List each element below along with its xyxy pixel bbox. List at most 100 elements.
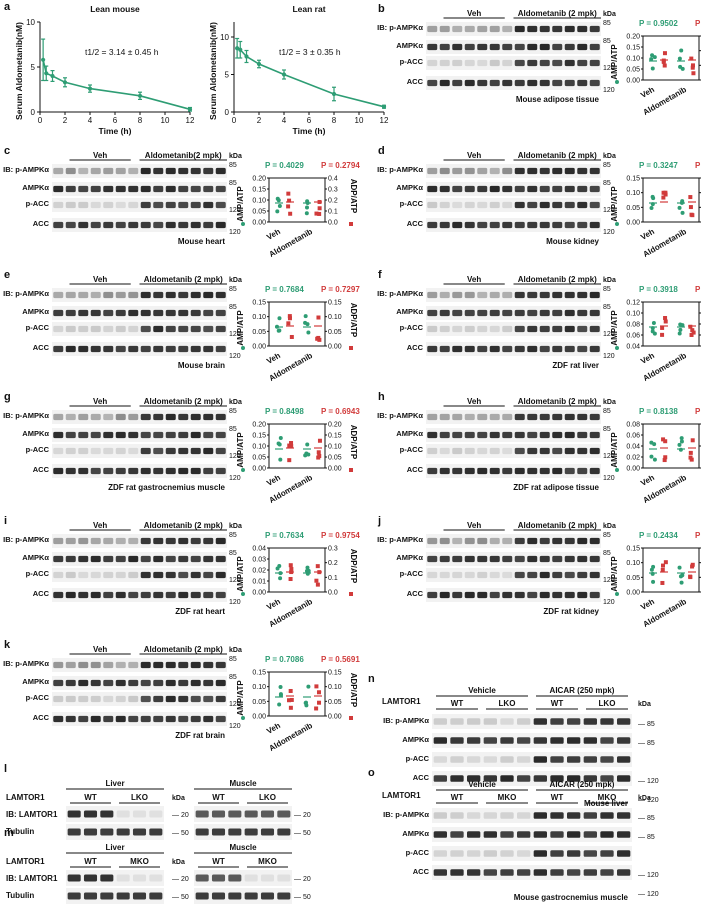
blot-row-2-band xyxy=(128,201,139,209)
y-tick-label-left: 0.15 xyxy=(252,670,266,677)
blot-row-label: p-ACC xyxy=(400,445,424,454)
blot-row-label: p-ACC xyxy=(400,569,424,578)
blot-row-2-band xyxy=(552,201,563,209)
p-value-amp: P = 0.8138 xyxy=(639,407,678,416)
blot-row-1-band xyxy=(439,309,450,317)
blot-row-1-band xyxy=(452,555,463,563)
blot-row-0-band xyxy=(517,812,531,819)
wt-label: WT xyxy=(551,793,564,802)
data-point-adp xyxy=(314,706,319,711)
kda-label: kDa xyxy=(229,277,242,284)
blot-row-0-band xyxy=(477,291,488,299)
blot-row-2-band xyxy=(564,59,575,67)
blot-row-2-band xyxy=(583,850,597,857)
blot-row-1-strip xyxy=(432,827,632,842)
data-point xyxy=(235,46,240,51)
blot-row-1-band xyxy=(178,679,189,687)
y-tick-label-left: 0.15 xyxy=(252,300,266,307)
blot-row-3-band xyxy=(90,345,101,353)
blot-row-3-band xyxy=(502,467,513,475)
data-point-adp xyxy=(317,211,322,216)
blot-row-3-band xyxy=(483,775,497,782)
blot-row-0-band xyxy=(103,537,114,545)
data-point xyxy=(87,86,93,91)
blot-row-3-strip xyxy=(52,464,227,478)
data-point-amp xyxy=(277,316,282,321)
blot-row-3-band xyxy=(467,869,481,876)
blot-row-0-band xyxy=(583,812,597,819)
data-point-adp xyxy=(663,190,668,195)
blot-row-3-band xyxy=(427,345,438,353)
blot-row-0-strip xyxy=(426,288,601,302)
blot-row-3-band xyxy=(577,591,588,599)
blot-row-2-band xyxy=(539,325,550,333)
blot-row-3-strip xyxy=(426,218,601,232)
blot-row-3-band xyxy=(140,345,151,353)
blot-row-1-band xyxy=(477,309,488,317)
blot-row-1-band xyxy=(53,679,64,687)
blot-row-3-band xyxy=(140,715,151,723)
blot-row-2-band xyxy=(567,850,581,857)
blot-row-label: AMPKα xyxy=(396,553,423,562)
y-tick-label-right: 0.3 xyxy=(328,187,338,194)
blot-row-1-band xyxy=(500,737,514,744)
blot-row-3-band xyxy=(489,79,500,87)
blot-row-3-band xyxy=(53,467,64,475)
mw-20: — 20 xyxy=(172,812,189,819)
data-point-adp xyxy=(662,458,667,463)
tubulin-liver-band xyxy=(132,828,147,836)
data-point xyxy=(381,104,387,109)
blot-row-2-band xyxy=(464,201,475,209)
blot-row-label: p-ACC xyxy=(400,323,424,332)
legend-square-adp xyxy=(349,222,353,226)
blot-row-2-band xyxy=(483,756,497,763)
blot-row-3-band xyxy=(190,467,201,475)
blot-row-0-band xyxy=(115,413,126,421)
y-tick-label-right: 0.10 xyxy=(328,684,342,691)
blot-row-3-band xyxy=(439,467,450,475)
blot-row-0-band xyxy=(464,537,475,545)
kda-label: kDa xyxy=(229,523,242,530)
panel-letter-b: b xyxy=(378,3,385,15)
blot-row-2-band xyxy=(589,447,600,455)
blot-row-3-band xyxy=(502,345,513,353)
blot-row-1-band xyxy=(452,309,463,317)
blot-row-0-strip xyxy=(426,534,601,548)
group-label-veh: Veh xyxy=(467,397,481,406)
blot-row-3-band xyxy=(450,869,464,876)
kda-label: kDa xyxy=(638,701,651,708)
tissue-caption: Mouse adipose tissue xyxy=(516,95,600,104)
blot-row-2-band xyxy=(103,695,114,703)
lamtor1-muscle-band xyxy=(260,874,275,882)
blot-row-label: IB: p-AMPKα xyxy=(3,165,49,174)
blot-row-2-band xyxy=(433,756,447,763)
blot-row-1-band xyxy=(489,185,500,193)
blot-row-2-band xyxy=(589,201,600,209)
blot-row-1-band xyxy=(90,555,101,563)
panel-letter-n: n xyxy=(368,673,375,685)
blot-row-2-band xyxy=(477,325,488,333)
blot-row-1-strip xyxy=(426,306,601,320)
blot-row-0-band xyxy=(439,537,450,545)
scatter-frame xyxy=(642,177,700,223)
blot-row-1-band xyxy=(128,679,139,687)
legend-square-adp xyxy=(349,468,353,472)
blot-row-label: IB: p-AMPKα xyxy=(377,411,423,420)
panel-letter-a: a xyxy=(4,1,11,13)
blot-row-2-strip xyxy=(426,322,601,336)
group-label-drug: Aldometanib(2 mpk) xyxy=(145,151,222,160)
blot-row-1-band xyxy=(550,831,564,838)
blot-row-3-band xyxy=(90,221,101,229)
y-tick-label: 10 xyxy=(26,18,35,27)
kda-label: kDa xyxy=(229,399,242,406)
tissue-caption: Mouse kidney xyxy=(546,237,599,246)
x-tick-label: 10 xyxy=(161,116,170,125)
group-label-drug: Aldometanib (2 mpk) xyxy=(518,275,597,284)
x-tick-label: 12 xyxy=(380,116,389,125)
blot-row-3-band xyxy=(600,869,614,876)
y-tick-label-left: 0.20 xyxy=(626,34,640,41)
blot-row-0-band xyxy=(78,537,89,545)
tissue-caption: ZDF rat kidney xyxy=(543,607,599,616)
blot-row-1-band xyxy=(564,309,575,317)
blot-row-1-band xyxy=(178,555,189,563)
